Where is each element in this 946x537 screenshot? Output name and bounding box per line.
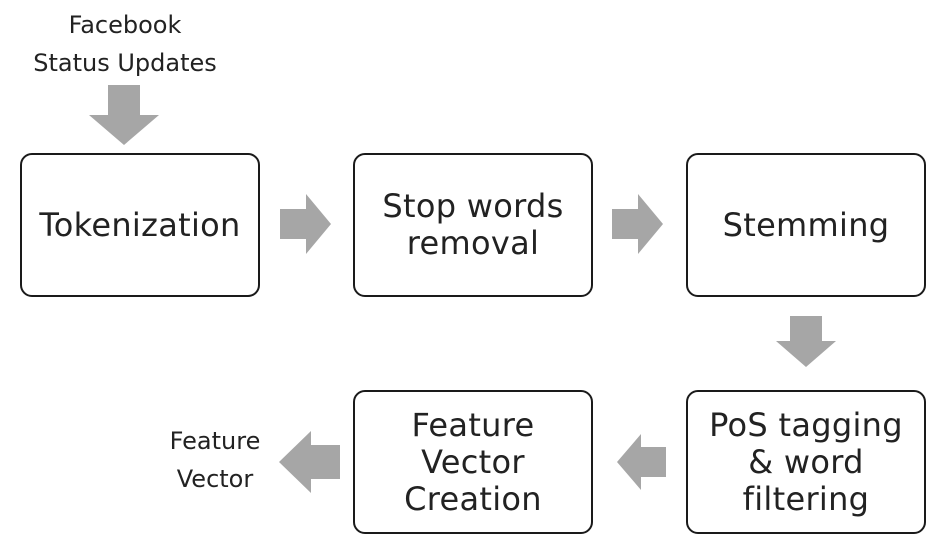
step-label: Stop words removal — [382, 187, 564, 262]
step-label: Feature Vector Creation — [404, 405, 542, 518]
arrow-down-icon — [89, 85, 159, 145]
arrow-right-icon — [280, 194, 331, 254]
output-label: Feature Vector — [169, 427, 261, 493]
arrow-left-icon — [617, 434, 666, 490]
step-stemming: Stemming — [686, 153, 926, 297]
arrow-left-icon — [279, 431, 340, 493]
arrow-right-icon — [612, 194, 663, 254]
arrow-down-icon — [776, 316, 836, 367]
step-label: Tokenization — [39, 205, 241, 244]
step-label: PoS tagging & word filtering — [709, 405, 903, 518]
step-pos-tagging: PoS tagging & word filtering — [686, 390, 926, 534]
step-tokenization: Tokenization — [20, 153, 260, 297]
step-feature-vector-creation: Feature Vector Creation — [353, 390, 593, 534]
step-stop-words-removal: Stop words removal — [353, 153, 593, 297]
input-label: Facebook Status Updates — [33, 11, 217, 77]
step-label: Stemming — [722, 205, 890, 244]
